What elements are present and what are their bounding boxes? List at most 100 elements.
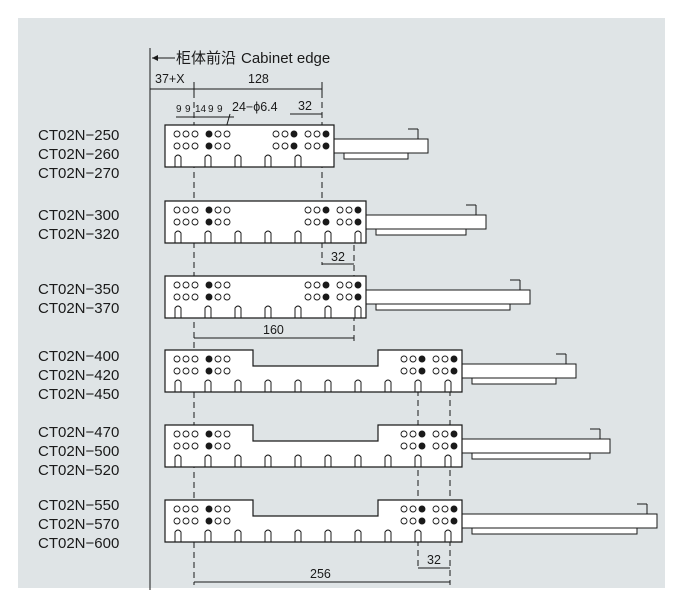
mounting-hole	[441, 442, 449, 450]
slide-rail	[457, 363, 577, 379]
mounting-hole	[409, 367, 417, 375]
model-label: CT02N−600	[38, 535, 119, 552]
mounting-hole	[214, 355, 222, 363]
mounting-hole	[205, 517, 213, 525]
mounting-hole	[214, 367, 222, 375]
mounting-hole	[182, 218, 190, 226]
bottom-slot	[174, 305, 182, 318]
mounting-hole	[336, 206, 344, 214]
slide-inner-rail	[471, 452, 591, 460]
mounting-hole	[223, 355, 231, 363]
mounting-hole	[182, 142, 190, 150]
mounting-hole	[304, 206, 312, 214]
mounting-hole	[191, 218, 199, 226]
bottom-slot	[294, 379, 302, 392]
mounting-hole	[336, 281, 344, 289]
mounting-hole	[214, 293, 222, 301]
dim-holes-label: 24−ϕ6.4	[232, 100, 278, 114]
slide-group-350	[164, 275, 531, 319]
bottom-slot	[264, 379, 272, 392]
mounting-hole	[191, 517, 199, 525]
mounting-hole	[409, 505, 417, 513]
mounting-hole	[304, 293, 312, 301]
bottom-slot	[234, 230, 242, 243]
mounting-hole	[441, 367, 449, 375]
dim-32-top-label: 32	[298, 99, 312, 113]
mounting-hole	[182, 206, 190, 214]
bottom-slot	[294, 305, 302, 318]
bottom-slot	[204, 154, 212, 167]
mounting-hole	[313, 206, 321, 214]
bottom-slot	[444, 379, 452, 392]
mounting-hole	[313, 218, 321, 226]
mounting-hole	[450, 367, 458, 375]
mounting-hole	[173, 206, 181, 214]
mounting-hole	[322, 293, 330, 301]
mounting-hole	[450, 355, 458, 363]
bottom-slot	[384, 454, 392, 467]
mounting-hole	[432, 505, 440, 513]
mounting-hole	[418, 505, 426, 513]
mounting-hole	[205, 355, 213, 363]
model-label: CT02N−470	[38, 424, 119, 441]
mounting-hole	[214, 442, 222, 450]
bottom-slot	[354, 454, 362, 467]
mounting-hole	[345, 218, 353, 226]
model-label: CT02N−300	[38, 207, 119, 224]
bottom-slot	[354, 529, 362, 542]
drawer-side-body	[164, 499, 463, 543]
mounting-hole	[304, 142, 312, 150]
bottom-slot	[294, 230, 302, 243]
mounting-hole	[418, 367, 426, 375]
bottom-slot	[264, 529, 272, 542]
mounting-hole	[336, 293, 344, 301]
mounting-hole	[313, 281, 321, 289]
mounting-hole	[432, 367, 440, 375]
mounting-hole	[400, 517, 408, 525]
dim-9a-label: 9	[176, 104, 182, 115]
bottom-slot	[354, 305, 362, 318]
slide-inner-rail	[343, 152, 409, 160]
bottom-slot	[294, 154, 302, 167]
mounting-hole	[322, 281, 330, 289]
mounting-hole	[272, 130, 280, 138]
mounting-hole	[400, 442, 408, 450]
mounting-hole	[205, 367, 213, 375]
mounting-hole	[450, 442, 458, 450]
mounting-hole	[400, 430, 408, 438]
dim-32-bottom-label: 32	[427, 553, 441, 567]
bottom-slot	[174, 379, 182, 392]
mounting-hole	[432, 430, 440, 438]
bottom-slot	[264, 305, 272, 318]
slide-rail	[361, 289, 531, 305]
mounting-hole	[223, 293, 231, 301]
bottom-slot	[414, 379, 422, 392]
mounting-hole	[322, 130, 330, 138]
bottom-slot	[294, 529, 302, 542]
mounting-hole	[400, 367, 408, 375]
bottom-slot	[204, 529, 212, 542]
slide-group-470	[164, 424, 611, 468]
mounting-hole	[191, 142, 199, 150]
model-label: CT02N−250	[38, 127, 119, 144]
model-label: CT02N−260	[38, 146, 119, 163]
bottom-slot	[324, 379, 332, 392]
mounting-hole	[281, 142, 289, 150]
mounting-hole	[304, 281, 312, 289]
mounting-hole	[354, 293, 362, 301]
mounting-hole	[432, 355, 440, 363]
mounting-hole	[191, 430, 199, 438]
mounting-hole	[214, 505, 222, 513]
mounting-hole	[223, 218, 231, 226]
mounting-hole	[354, 218, 362, 226]
dim-9b-label: 9	[185, 104, 191, 115]
model-label: CT02N−550	[38, 497, 119, 514]
mounting-hole	[191, 130, 199, 138]
mounting-hole	[173, 442, 181, 450]
bottom-slot	[354, 230, 362, 243]
mounting-hole	[191, 367, 199, 375]
slide-rail	[361, 214, 487, 230]
drawer-side-body	[164, 349, 463, 393]
